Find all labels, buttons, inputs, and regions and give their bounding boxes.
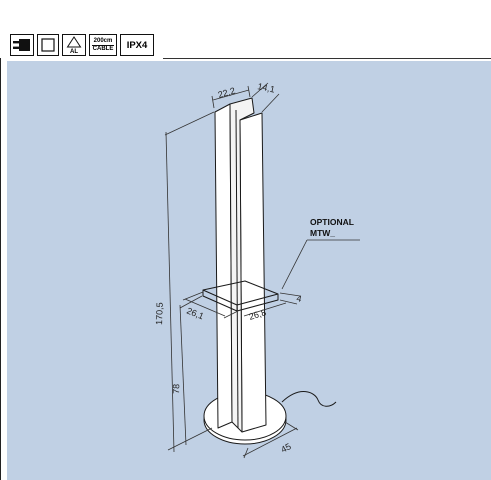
dim-top-width: 22,2: [217, 85, 237, 99]
dim-ring-thick-line: [279, 292, 301, 297]
top-border-line: [163, 58, 491, 59]
cable-length: 200cm: [93, 37, 113, 44]
right-panel: [239, 112, 267, 433]
dim-total-height: 170,5: [154, 302, 165, 325]
dim-ring-depth: 26,8: [248, 307, 268, 322]
dim-ring-depth-line: [243, 302, 287, 317]
square-icon-graphic: [41, 38, 55, 52]
feature-badges: AL 200cm CABLE IPX4: [10, 34, 154, 62]
cable-label: CABLE: [91, 44, 115, 52]
plug-icon-graphic: [13, 39, 30, 51]
dim-top-width-line: [212, 89, 250, 101]
callout-leader: [281, 239, 308, 290]
dim-ring-ext1: [182, 291, 204, 301]
cable-line: [281, 391, 337, 407]
dim-height-ext-bottom: [167, 427, 213, 451]
plug-icon: [10, 34, 34, 56]
dim-ring-width: 26,1: [185, 306, 205, 322]
ip-rating-badge: IPX4: [120, 34, 154, 56]
left-border-line: [0, 58, 1, 480]
recycle-label: AL: [70, 49, 78, 55]
dim-ring-ext2: [223, 310, 239, 319]
callout-line2: MTW_: [310, 228, 335, 238]
dim-base-diameter: 45: [279, 441, 293, 455]
panel-edge: [235, 109, 239, 429]
cable-length-badge: 200cm CABLE: [89, 34, 117, 56]
dim-lower-height: 78: [171, 384, 181, 394]
triangle-icon-graphic: [66, 36, 82, 48]
double-insulation-icon: [37, 34, 59, 56]
dim-top-depth: 14,1: [257, 81, 276, 94]
left-panel: [214, 103, 233, 429]
dim-base-ext1: [243, 447, 249, 459]
dim-ring-thickness: 4: [296, 293, 303, 304]
dim-ring-width-line: [184, 298, 226, 317]
dim-height-line: [165, 131, 175, 453]
dim-top-ext2: [247, 85, 251, 98]
dim-ring-thick-ext: [279, 299, 298, 305]
callout-line1: OPTIONAL: [310, 217, 354, 227]
dim-top-depth-line: [261, 93, 280, 113]
dim-top-ext1: [211, 95, 215, 109]
dim-base-line: [242, 427, 298, 457]
dim-top-depth-ext: [251, 82, 269, 98]
recycle-icon: AL: [62, 34, 86, 56]
dim-height-ext-top: [164, 111, 215, 136]
dim-lower-ext: [179, 295, 203, 309]
dim-lower-line: [179, 304, 187, 446]
